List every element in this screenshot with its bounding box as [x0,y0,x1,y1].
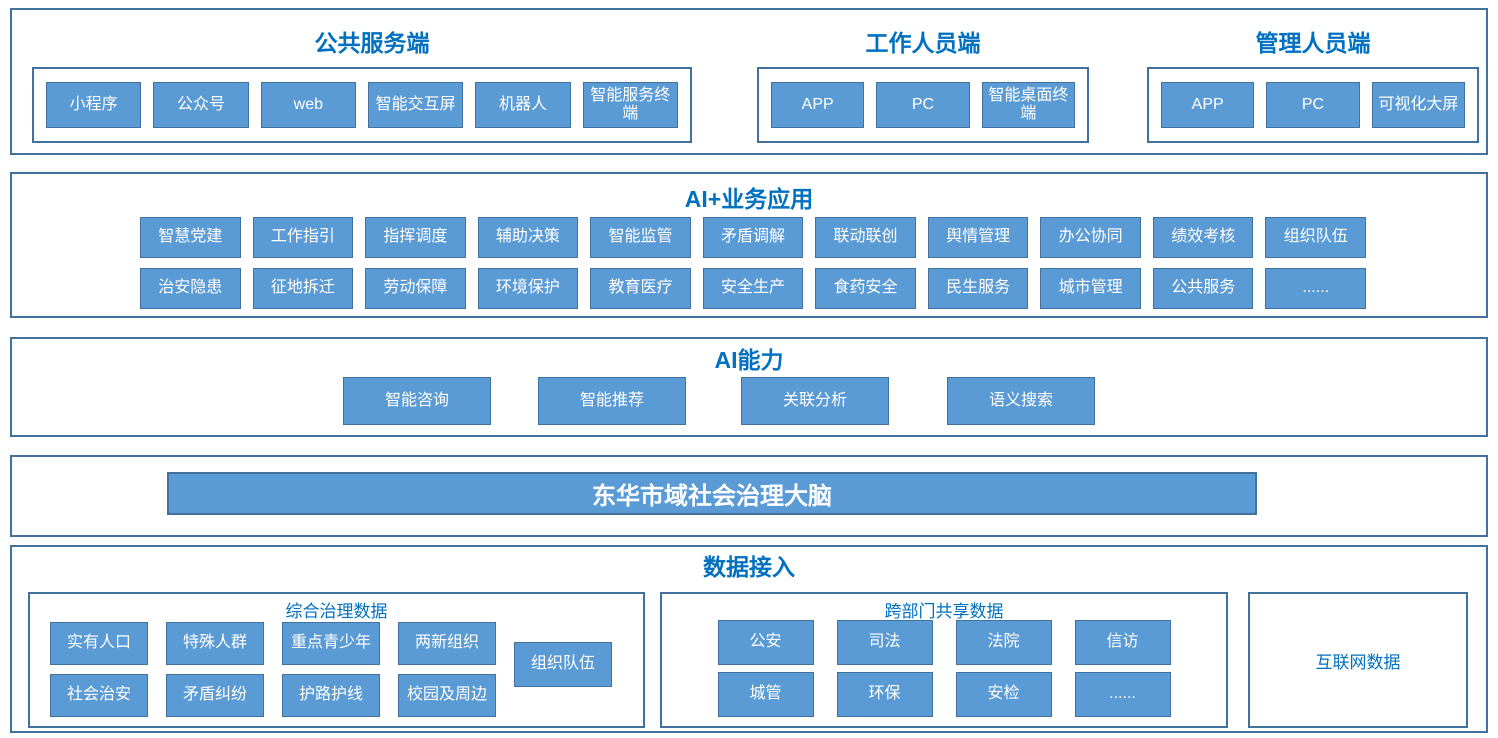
governance-data-group: 综合治理数据 实有人口特殊人群重点青少年两新组织 社会治安矛盾纠纷护路护线校园及… [28,592,645,728]
internet-data-box: 互联网数据 [1248,592,1468,728]
business-app-box: 工作指引 [252,217,354,258]
business-app-box: 智能监管 [590,217,691,258]
ai-capabilities-title: AI能力 [714,347,784,373]
business-app-box: 教育医疗 [590,268,691,309]
business-app-box: 联动联创 [815,217,916,258]
business-app-box: 征地拆迁 [252,268,354,309]
cross-dept-row1: 公安司法法院信访 [662,620,1226,665]
section-business-apps: AI+业务应用 智慧党建工作指引指挥调度辅助决策智能监管矛盾调解联动联创舆情管理… [10,172,1488,318]
business-app-box: ...... [1265,268,1367,309]
staff-terminal-box: PC [876,82,970,128]
governance-data-box: 两新组织 [398,622,496,665]
cross-dept-data-box: 城管 [717,672,814,717]
business-app-box: 劳动保障 [365,268,466,309]
cross-dept-data-box: 信访 [1074,620,1171,665]
business-apps-title: AI+业务应用 [684,186,814,212]
public-terminal-box: 智能服务终端 [582,82,678,128]
cross-dept-data-box: ...... [1074,672,1171,717]
ai-capability-box: 语义搜索 [947,377,1095,425]
business-apps-row2: 治安隐患征地拆迁劳动保障环境保护教育医疗安全生产食药安全民生服务城市管理公共服务… [140,268,1367,309]
cross-dept-data-box: 安检 [955,672,1052,717]
business-app-box: 安全生产 [702,268,804,309]
governance-data-box: 特殊人群 [166,622,264,665]
staff-title: 工作人员端 [865,30,981,56]
business-app-box: 办公协同 [1040,217,1141,258]
governance-data-box: 护路护线 [282,674,380,717]
governance-data-title: 综合治理数据 [285,602,388,621]
business-app-box: 智慧党建 [140,217,241,258]
business-app-box: 绩效考核 [1152,217,1254,258]
public-terminal-box: 智能交互屏 [367,82,464,128]
cross-dept-data-box: 法院 [955,620,1052,665]
section-data-access: 数据接入 综合治理数据 实有人口特殊人群重点青少年两新组织 社会治安矛盾纠纷护路… [10,545,1488,733]
business-app-box: 组织队伍 [1265,217,1367,258]
cross-dept-data-group: 跨部门共享数据 公安司法法院信访 城管环保安检...... [660,592,1228,728]
business-app-box: 辅助决策 [477,217,579,258]
manager-terminal-box: 可视化大屏 [1371,82,1465,128]
governance-brain-bar: 东华市域社会治理大脑 [167,472,1257,515]
public-service-title: 公共服务端 [314,30,430,56]
governance-data-row2: 社会治安矛盾纠纷护路护线校园及周边 [50,674,496,717]
cross-dept-data-box: 环保 [836,672,933,717]
governance-data-box: 矛盾纠纷 [166,674,264,717]
public-terminal-box: web [260,82,356,128]
manager-terminal-box: APP [1161,82,1255,128]
staff-terminal-box: 智能桌面终端 [981,82,1075,128]
business-app-box: 公共服务 [1152,268,1254,309]
governance-data-row1: 实有人口特殊人群重点青少年两新组织 [50,622,496,665]
staff-terminal-box: APP [771,82,865,128]
governance-data-side-box: 组织队伍 [514,642,612,687]
governance-data-box: 社会治安 [50,674,148,717]
manager-terminal-box: PC [1266,82,1360,128]
manager-title: 管理人员端 [1255,30,1371,56]
governance-data-box: 实有人口 [50,622,148,665]
governance-data-box: 校园及周边 [398,674,496,717]
ai-capability-box: 关联分析 [741,377,889,425]
business-app-box: 环境保护 [477,268,579,309]
cross-dept-data-box: 司法 [836,620,933,665]
cross-dept-data-title: 跨部门共享数据 [884,602,1004,621]
business-app-box: 民生服务 [927,268,1029,309]
business-app-box: 治安隐患 [140,268,241,309]
business-app-box: 食药安全 [815,268,916,309]
section-governance-brain: 东华市域社会治理大脑 [10,455,1488,537]
section-ai-capabilities: AI能力 智能咨询 智能推荐 关联分析 语义搜索 [10,337,1488,437]
business-apps-row1: 智慧党建工作指引指挥调度辅助决策智能监管矛盾调解联动联创舆情管理办公协同绩效考核… [140,217,1367,258]
governance-data-box: 重点青少年 [282,622,380,665]
ai-capability-box: 智能推荐 [538,377,686,425]
business-app-box: 城市管理 [1040,268,1141,309]
business-app-box: 矛盾调解 [702,217,804,258]
cross-dept-data-box: 公安 [717,620,814,665]
business-app-box: 舆情管理 [927,217,1029,258]
cross-dept-row2: 城管环保安检...... [662,672,1226,717]
data-access-title: 数据接入 [703,554,795,580]
public-terminal-box: 小程序 [46,82,142,128]
ai-capability-box: 智能咨询 [343,377,491,425]
public-terminal-box: 公众号 [153,82,249,128]
business-app-box: 指挥调度 [365,217,466,258]
public-terminal-box: 机器人 [475,82,571,128]
